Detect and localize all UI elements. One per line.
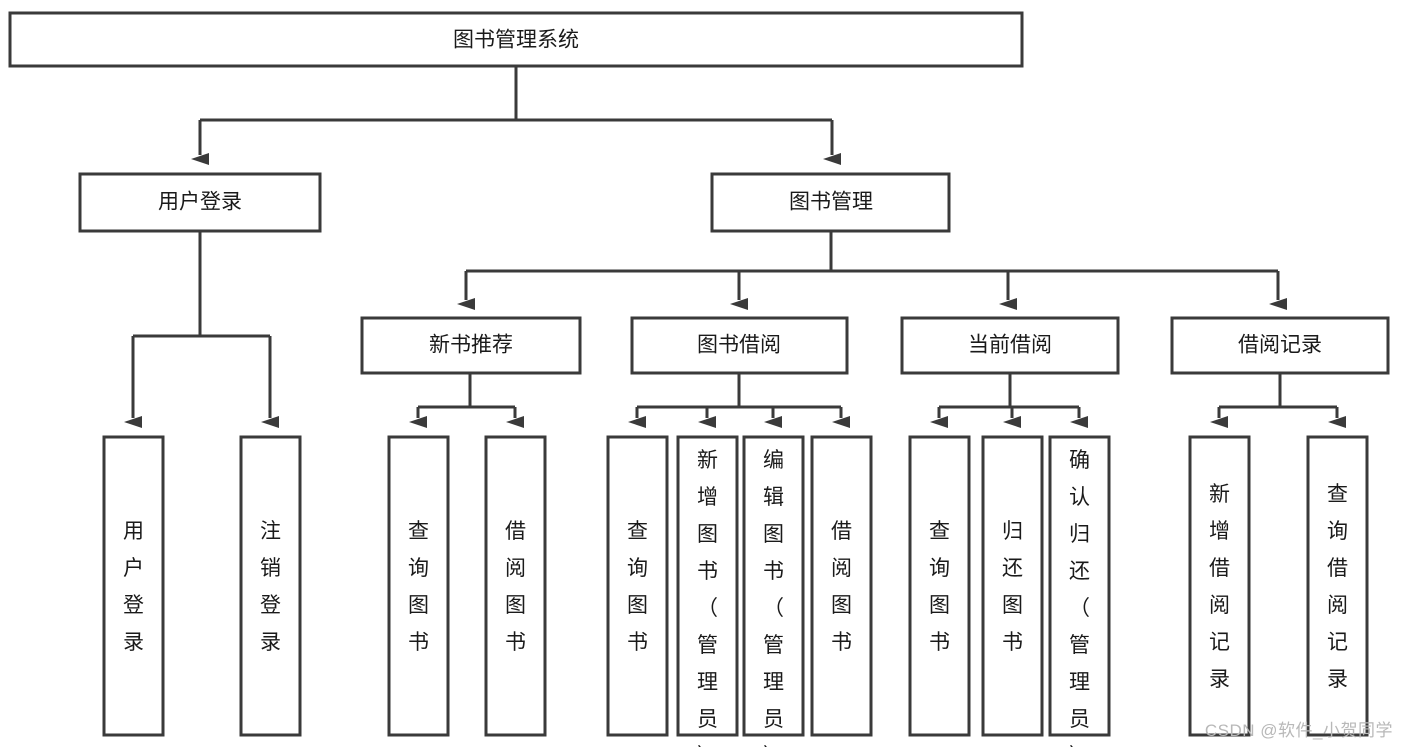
node-current-borrow-box[interactable] — [900, 316, 1120, 375]
leaf-node-label: 新增借阅记录 — [1209, 483, 1230, 691]
leaf-node-label: 确认归还（管理员） — [1069, 449, 1090, 747]
leaf-label-bracket: （ — [697, 597, 718, 620]
node-book-manage-box[interactable] — [710, 172, 951, 233]
leaf-node-box[interactable] — [606, 435, 669, 737]
leaf-node-label: 查询借阅记录 — [1327, 483, 1348, 691]
leaf-node-box[interactable] — [1048, 435, 1111, 737]
leaf-node-box[interactable] — [908, 435, 971, 737]
leaf-node[interactable]: 用户登录 — [102, 435, 165, 737]
node-user-login-box[interactable] — [78, 172, 322, 233]
node-user-login[interactable]: 用户登录 — [78, 172, 322, 233]
leaf-node[interactable]: 确认归还（管理员） — [1048, 435, 1111, 747]
leaf-node[interactable]: 新增借阅记录 — [1188, 435, 1251, 737]
leaf-node[interactable]: 注销登录 — [239, 435, 302, 737]
leaf-node-label: 借阅图书 — [505, 520, 526, 654]
leaf-node-label: 归还图书 — [1002, 520, 1023, 654]
leaf-label-bracket: ） — [697, 745, 718, 747]
connector-group-user-login — [124, 231, 279, 428]
leaf-node-box[interactable] — [239, 435, 302, 737]
leaf-node-box[interactable] — [1188, 435, 1251, 737]
leaf-node-box[interactable] — [810, 435, 873, 737]
leaf-node-label: 编辑图书（管理员） — [763, 449, 784, 747]
leaf-label-bracket: ） — [1069, 745, 1090, 747]
leaf-node[interactable]: 查询图书 — [387, 435, 450, 737]
leaf-label-bracket: （ — [763, 597, 784, 620]
leaf-label-bracket: （ — [1069, 597, 1090, 620]
node-borrow-record-label: 借阅记录 — [1238, 334, 1322, 357]
node-new-book-recommend[interactable]: 新书推荐 — [360, 316, 582, 375]
node-borrow-record[interactable]: 借阅记录 — [1170, 316, 1390, 375]
leaf-node[interactable]: 查询图书 — [606, 435, 669, 737]
leaf-node[interactable]: 借阅图书 — [810, 435, 873, 737]
leaf-node[interactable]: 查询图书 — [908, 435, 971, 737]
leaf-node-box[interactable] — [102, 435, 165, 737]
leaf-node-label: 查询图书 — [627, 520, 648, 654]
leaf-node[interactable]: 新增图书（管理员） — [676, 435, 739, 747]
connector-group-root — [191, 66, 841, 165]
node-book-manage[interactable]: 图书管理 — [710, 172, 951, 233]
leaf-node[interactable]: 查询借阅记录 — [1306, 435, 1369, 737]
connector-group-book-manage — [457, 231, 1287, 310]
leaf-node-label: 用户登录 — [123, 520, 144, 654]
leaf-node[interactable]: 归还图书 — [981, 435, 1044, 737]
leaf-node-label: 查询图书 — [929, 520, 950, 654]
leaf-node-label: 新增图书（管理员） — [697, 449, 718, 747]
leaf-node-label: 注销登录 — [260, 520, 281, 654]
leaf-node-box[interactable] — [1306, 435, 1369, 737]
node-book-borrow[interactable]: 图书借阅 — [630, 316, 849, 375]
connector-group-book-borrow — [628, 373, 850, 428]
leaf-node-layer: 用户登录 注销登录 查询图书 借阅图书 查询图书 新增图书（管理员） 编辑图书（管理员） 借阅… — [102, 435, 1369, 747]
node-user-login-label: 用户登录 — [158, 191, 242, 214]
leaf-node-box[interactable] — [387, 435, 450, 737]
connector-group-new-book-recommend — [409, 373, 524, 428]
leaf-node-label: 查询图书 — [408, 520, 429, 654]
node-current-borrow[interactable]: 当前借阅 — [900, 316, 1120, 375]
leaf-label-bracket: ） — [763, 745, 784, 747]
leaf-node[interactable]: 编辑图书（管理员） — [742, 435, 805, 747]
leaf-node[interactable]: 借阅图书 — [484, 435, 547, 737]
node-book-manage-label: 图书管理 — [789, 191, 873, 214]
node-current-borrow-label: 当前借阅 — [968, 334, 1052, 357]
node-root-box[interactable] — [8, 11, 1024, 68]
node-root[interactable]: 图书管理系统 — [8, 11, 1024, 68]
leaf-node-label: 借阅图书 — [831, 520, 852, 654]
node-new-book-recommend-label: 新书推荐 — [429, 334, 513, 357]
node-new-book-recommend-box[interactable] — [360, 316, 582, 375]
leaf-node-box[interactable] — [484, 435, 547, 737]
connector-group-current-borrow — [930, 373, 1088, 428]
leaf-node-box[interactable] — [981, 435, 1044, 737]
node-root-label: 图书管理系统 — [453, 29, 579, 52]
connector-group-borrow-record — [1210, 373, 1346, 428]
node-book-borrow-box[interactable] — [630, 316, 849, 375]
node-book-borrow-label: 图书借阅 — [697, 334, 781, 357]
node-borrow-record-box[interactable] — [1170, 316, 1390, 375]
leaf-node-box[interactable] — [742, 435, 805, 737]
leaf-node-box[interactable] — [676, 435, 739, 737]
